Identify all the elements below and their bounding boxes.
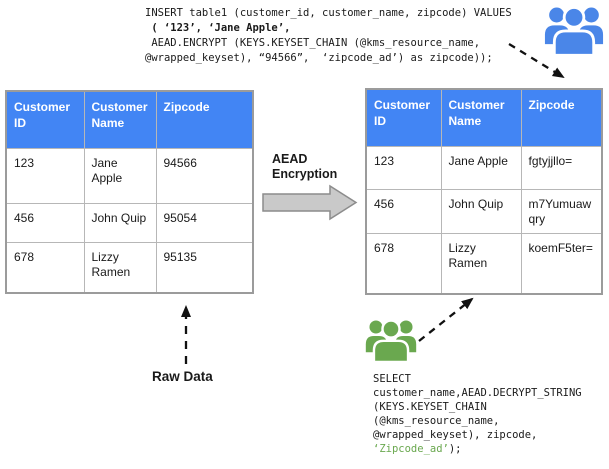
table-cell: Jane Apple: [83, 147, 157, 204]
table-cell: 678: [365, 232, 442, 295]
column-header: Customer Name: [83, 90, 157, 149]
column-header: Zipcode: [520, 88, 603, 147]
table-header-row: Customer ID Customer Name Zipcode: [5, 90, 254, 149]
select-flow-dashed-arrow: [418, 297, 474, 342]
code-line: AEAD.ENCRYPT (KEYS.KEYSET_CHAIN (@kms_re…: [145, 37, 481, 49]
table-header-row: Customer ID Customer Name Zipcode: [365, 88, 603, 147]
table-cell: 456: [365, 188, 442, 234]
code-line: ( ‘123’, ‘Jane Apple’,: [145, 22, 291, 34]
table-row: 123 Jane Apple 94566: [5, 147, 254, 204]
aead-encryption-label: AEAD Encryption: [272, 152, 338, 181]
table-cell: 95054: [155, 202, 254, 243]
table-cell: m7Yumuawqry: [520, 188, 603, 234]
table-cell: 456: [5, 202, 85, 243]
raw-data-label: Raw Data: [152, 369, 213, 384]
code-line: (KEYS.KEYSET_CHAIN: [373, 401, 487, 413]
table-row: 678 Lizzy Ramen koemF5ter=: [365, 232, 603, 295]
column-header: Zipcode: [155, 90, 254, 149]
table-row: 456 John Quip 95054: [5, 202, 254, 243]
table-cell: fgtyjjllo=: [520, 145, 603, 190]
users-group-blue-icon: [544, 6, 604, 56]
column-header: Customer ID: [5, 90, 85, 149]
column-header: Customer ID: [365, 88, 442, 147]
table-cell: 95135: [155, 241, 254, 294]
users-group-green-icon: [365, 319, 417, 363]
table-row: 456 John Quip m7Yumuawqry: [365, 188, 603, 234]
table-row: 123 Jane Apple fgtyjjllo=: [365, 145, 603, 190]
table-row: 678 Lizzy Ramen 95135: [5, 241, 254, 294]
raw-data-table: Customer ID Customer Name Zipcode 123 Ja…: [5, 90, 254, 294]
table-cell: Jane Apple: [440, 145, 522, 190]
table-cell: 123: [5, 147, 85, 204]
table-cell: John Quip: [83, 202, 157, 243]
code-suffix: );: [448, 443, 462, 455]
highlighted-zipcode-ad: ‘Zipcode_ad’: [373, 443, 449, 455]
table-cell: 678: [5, 241, 85, 294]
table-cell: John Quip: [440, 188, 522, 234]
table-cell: 94566: [155, 147, 254, 204]
encrypted-data-table: Customer ID Customer Name Zipcode 123 Ja…: [365, 88, 603, 295]
code-line: (@kms_resource_name,: [373, 415, 500, 427]
table-cell: Lizzy Ramen: [440, 232, 522, 295]
table-cell: 123: [365, 145, 442, 190]
aead-encryption-block-arrow: [262, 184, 358, 221]
insert-sql-code: INSERT table1 (customer_id, customer_nam…: [145, 6, 512, 66]
code-line: SELECT: [373, 373, 411, 385]
code-line: @wrapped_keyset), zipcode,: [373, 429, 538, 441]
table-cell: Lizzy Ramen: [83, 241, 157, 294]
column-header: Customer Name: [440, 88, 522, 147]
code-line: @wrapped_keyset), “94566”, ‘zipcode_ad’)…: [145, 52, 493, 64]
table-cell: koemF5ter=: [520, 232, 603, 295]
code-line-highlighted: ‘Zipcode_ad’);: [373, 442, 582, 456]
select-sql-code: SELECT customer_name,AEAD.DECRYPT_STRING…: [373, 372, 582, 456]
code-line: customer_name,AEAD.DECRYPT_STRING: [373, 387, 582, 399]
code-line: INSERT table1 (customer_id, customer_nam…: [145, 7, 512, 19]
